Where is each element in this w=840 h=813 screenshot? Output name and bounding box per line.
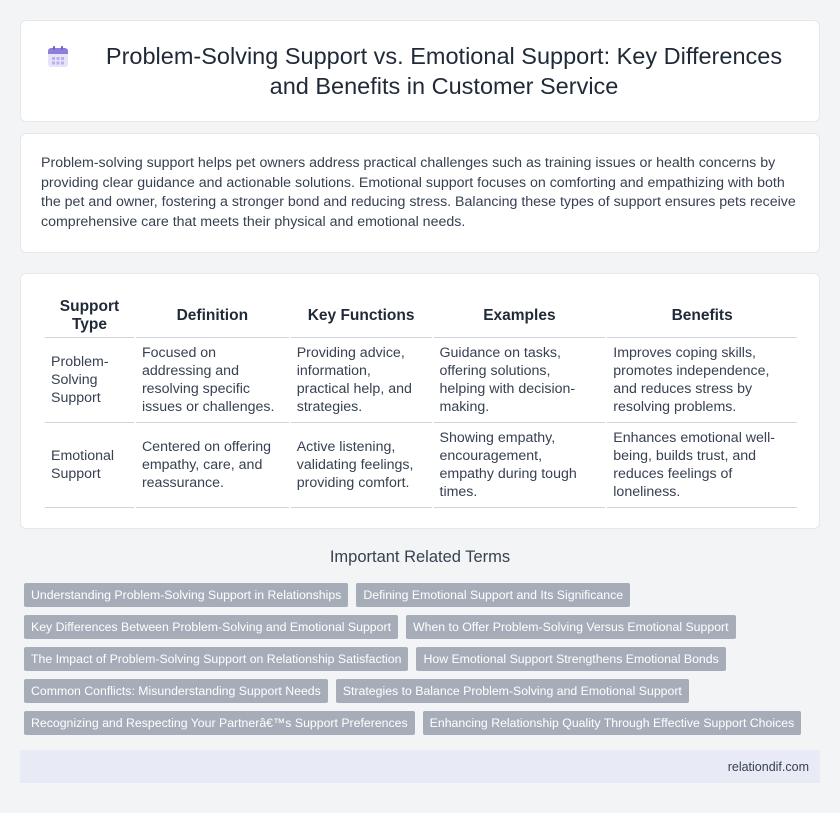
table-cell: Active listening, validating feelings, p…	[290, 423, 432, 508]
related-term-tag[interactable]: Enhancing Relationship Quality Through E…	[422, 711, 802, 735]
related-term-tag[interactable]: The Impact of Problem-Solving Support on…	[24, 647, 409, 671]
header-key-functions: Key Functions	[290, 294, 432, 338]
related-term-tag[interactable]: Understanding Problem-Solving Support in…	[24, 583, 349, 607]
related-term-tag[interactable]: Recognizing and Respecting Your Partnerâ…	[24, 711, 415, 735]
table-cell: Showing empathy, encouragement, empathy …	[433, 423, 606, 508]
intro-paragraph: Problem-solving support helps pet owners…	[41, 155, 796, 230]
table-cell: Focused on addressing and resolving spec…	[135, 338, 289, 423]
tag-row: Key Differences Between Problem-Solving …	[24, 615, 824, 639]
tag-row: Recognizing and Respecting Your Partnerâ…	[24, 711, 824, 735]
table-header-row: Support Type Definition Key Functions Ex…	[45, 294, 797, 338]
header-support-type: Support Type	[45, 294, 134, 338]
related-term-tag[interactable]: How Emotional Support Strengthens Emotio…	[416, 647, 726, 671]
related-terms-heading: Important Related Terms	[329, 548, 511, 566]
header-benefits: Benefits	[607, 294, 797, 338]
table-row: Problem-Solving Support Focused on addre…	[45, 338, 797, 423]
related-term-tag[interactable]: When to Offer Problem-Solving Versus Emo…	[406, 615, 736, 639]
table-cell: Improves coping skills, promotes indepen…	[607, 338, 797, 423]
intro-card: Problem-solving support helps pet owners…	[20, 133, 820, 253]
related-term-tag[interactable]: Key Differences Between Problem-Solving …	[24, 615, 398, 639]
related-terms-list: Understanding Problem-Solving Support in…	[24, 583, 824, 743]
table-cell: Centered on offering empathy, care, and …	[135, 423, 289, 508]
related-term-tag[interactable]: Strategies to Balance Problem-Solving an…	[335, 679, 689, 703]
header-definition: Definition	[135, 294, 289, 338]
header-card: Problem-Solving Support vs. Emotional Su…	[20, 20, 820, 122]
calendar-icon	[48, 46, 68, 67]
tag-row: The Impact of Problem-Solving Support on…	[24, 647, 824, 671]
related-term-tag[interactable]: Common Conflicts: Misunderstanding Suppo…	[24, 679, 328, 703]
comparison-table-card: Support Type Definition Key Functions Ex…	[20, 273, 820, 529]
related-term-tag[interactable]: Defining Emotional Support and Its Signi…	[356, 583, 631, 607]
footer-site-link[interactable]: relationdif.com	[727, 759, 809, 774]
table-cell: Enhances emotional well-being, builds tr…	[607, 423, 797, 508]
footer: relationdif.com	[20, 750, 820, 783]
table-cell: Emotional Support	[45, 423, 134, 508]
table-cell: Guidance on tasks, offering solutions, h…	[433, 338, 606, 423]
page-title: Problem-Solving Support vs. Emotional Su…	[105, 43, 783, 99]
table-cell: Problem-Solving Support	[45, 338, 134, 423]
tag-row: Understanding Problem-Solving Support in…	[24, 583, 824, 607]
header-examples: Examples	[433, 294, 606, 338]
tag-row: Common Conflicts: Misunderstanding Suppo…	[24, 679, 824, 703]
table-cell: Providing advice, information, practical…	[290, 338, 432, 423]
comparison-table: Support Type Definition Key Functions Ex…	[43, 294, 799, 508]
table-row: Emotional Support Centered on offering e…	[45, 423, 797, 508]
